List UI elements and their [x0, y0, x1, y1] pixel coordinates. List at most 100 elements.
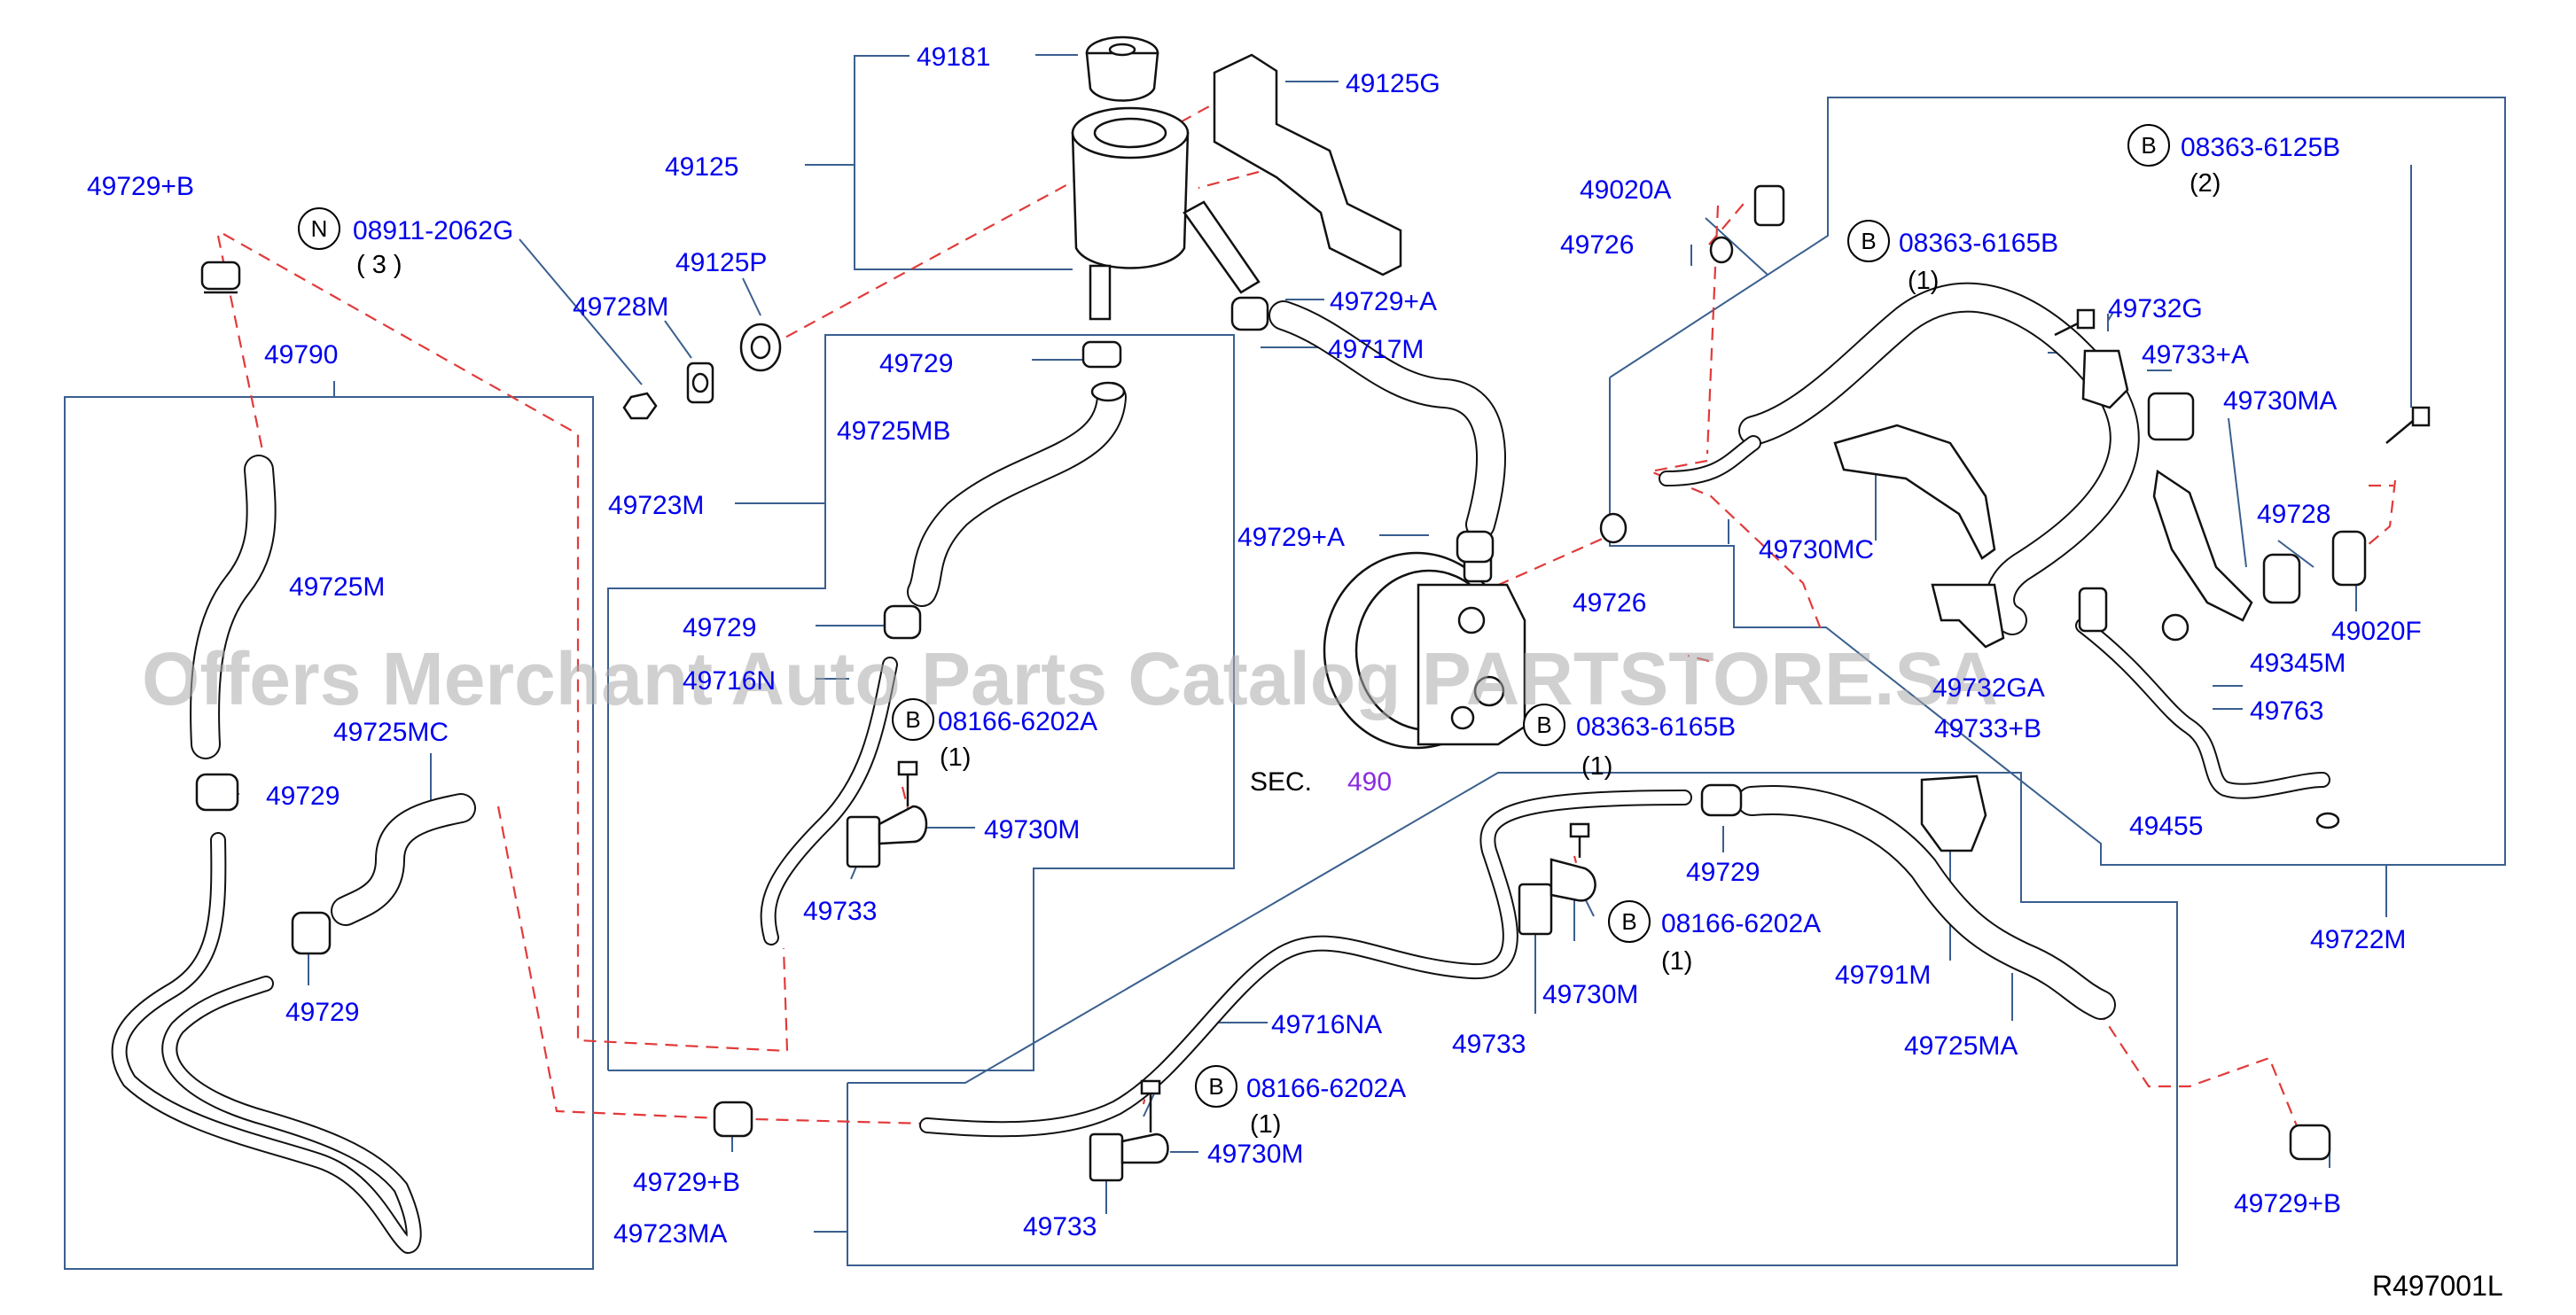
label-49729B-top[interactable]: 49729+B	[87, 172, 194, 201]
label-49729A-a[interactable]: 49729+A	[1330, 287, 1437, 316]
part-labels: 49181 49125G 49125 49125P 49728M 08911-2…	[87, 43, 2422, 1249]
qty-08363-6125B: (2)	[2190, 169, 2221, 198]
label-49733-a[interactable]: 49733	[803, 897, 877, 926]
label-49725MB[interactable]: 49725MB	[837, 416, 950, 446]
label-49733-c[interactable]: 49733	[1023, 1212, 1097, 1241]
label-49725MC[interactable]: 49725MC	[333, 718, 449, 747]
union-49020A	[1753, 184, 1785, 227]
label-49791M[interactable]: 49791M	[1835, 961, 1931, 990]
label-49728[interactable]: 49728	[2257, 500, 2330, 529]
bracket-49732GA	[1931, 583, 2005, 649]
label-49722M[interactable]: 49722M	[2310, 925, 2406, 954]
label-49181[interactable]: 49181	[917, 43, 990, 72]
badge-b-08363-6125: B	[2127, 124, 2170, 167]
clip-49733A	[2081, 349, 2129, 409]
label-49020A[interactable]: 49020A	[1580, 175, 1671, 205]
collar-49728	[2262, 553, 2301, 604]
nut-08911	[622, 392, 658, 420]
label-49763[interactable]: 49763	[2250, 696, 2323, 726]
label-49729-e[interactable]: 49729	[1686, 858, 1760, 887]
label-49730M-c[interactable]: 49730M	[1207, 1140, 1303, 1169]
frame-49723M	[607, 334, 1235, 1071]
label-49717M[interactable]: 49717M	[1328, 335, 1424, 364]
label-49729A-b[interactable]: 49729+A	[1237, 523, 1345, 552]
badge-b-08363-6165-a: B	[1847, 220, 1890, 262]
clamp-49729-e	[1700, 783, 1743, 817]
label-49733-b[interactable]: 49733	[1452, 1030, 1526, 1059]
label-49732G[interactable]: 49732G	[2108, 294, 2203, 323]
label-49020F[interactable]: 49020F	[2331, 617, 2422, 646]
label-49125[interactable]: 49125	[665, 152, 738, 182]
bolt-49732G	[2054, 308, 2096, 337]
label-08166-6202A-a[interactable]: 08166-6202A	[938, 707, 1097, 736]
label-49790[interactable]: 49790	[264, 340, 338, 370]
clip-49791M	[1920, 774, 1987, 852]
label-08911-2062G[interactable]: 08911-2062G	[353, 216, 513, 245]
end-49455	[2315, 812, 2340, 829]
clamp-49729-c	[195, 773, 239, 812]
label-49345M[interactable]: 49345M	[2250, 649, 2346, 678]
label-49726-b[interactable]: 49726	[1573, 588, 1646, 618]
label-49723M[interactable]: 49723M	[608, 491, 704, 520]
label-49729B-br[interactable]: 49729+B	[2234, 1189, 2341, 1218]
label-49125G[interactable]: 49125G	[1346, 69, 1440, 98]
component-drawings	[195, 35, 2431, 1182]
label-08166-6202A-c[interactable]: 08166-6202A	[1246, 1074, 1406, 1103]
bracket-set-a	[846, 760, 928, 868]
bolt-08363-6125B	[2385, 406, 2431, 444]
label-49725MA[interactable]: 49725MA	[1904, 1031, 2018, 1061]
label-49732GA[interactable]: 49732GA	[1932, 673, 2045, 703]
label-49730M-a[interactable]: 49730M	[984, 815, 1080, 844]
quantity-labels: ( 3 ) (2) (1) (1) (1) (1) (1)	[356, 169, 2221, 1139]
frame-49723MA	[847, 772, 2178, 1266]
label-49729-a[interactable]: 49729	[879, 349, 953, 378]
frame-49125	[854, 55, 1073, 270]
section-prefix: SEC.	[1250, 767, 1312, 797]
label-49730M-b[interactable]: 49730M	[1542, 980, 1638, 1009]
clamp-49729B-top	[200, 261, 241, 294]
label-08363-6125B[interactable]: 08363-6125B	[2181, 133, 2340, 162]
label-49733A[interactable]: 49733+A	[2142, 340, 2249, 370]
svg-text:B: B	[1536, 712, 1551, 738]
svg-text:B: B	[1861, 228, 1876, 254]
label-08363-6165B-b[interactable]: 08363-6165B	[1576, 712, 1736, 742]
qty-08166-6202A-a: (1)	[940, 743, 971, 772]
label-08363-6165B-a[interactable]: 08363-6165B	[1899, 229, 2058, 258]
label-49729-d[interactable]: 49729	[285, 998, 359, 1027]
svg-text:B: B	[1621, 908, 1636, 935]
power-steering-pump	[1323, 541, 1526, 750]
label-49733B[interactable]: 49733+B	[1934, 714, 2041, 743]
label-49455[interactable]: 49455	[2129, 812, 2203, 841]
label-49730MA[interactable]: 49730MA	[2223, 386, 2337, 416]
bracket-set-b	[1518, 822, 1596, 936]
sleeve-49730MA	[2147, 392, 2195, 441]
svg-text:B: B	[1208, 1073, 1223, 1100]
collar-49020F	[2331, 530, 2367, 587]
qty-08911: ( 3 )	[356, 251, 402, 279]
label-49729-b[interactable]: 49729	[683, 613, 756, 642]
label-49726-a[interactable]: 49726	[1560, 230, 1634, 260]
label-49716NA[interactable]: 49716NA	[1271, 1010, 1382, 1039]
qty-08363-6165B-a: (1)	[1908, 267, 1939, 295]
oring-49763	[2161, 613, 2190, 642]
label-49723MA[interactable]: 49723MA	[613, 1219, 727, 1249]
section-number-link[interactable]: 490	[1347, 767, 1392, 797]
badge-b-08363-6165-b: B	[1523, 704, 1565, 746]
label-08166-6202A-b[interactable]: 08166-6202A	[1661, 909, 1821, 938]
qty-08166-6202A-b: (1)	[1661, 947, 1692, 976]
label-49729B-bl[interactable]: 49729+B	[633, 1168, 740, 1197]
clamp-49729-d	[291, 911, 332, 955]
plate-49730MA	[2152, 469, 2253, 622]
label-49728M[interactable]: 49728M	[573, 292, 668, 322]
label-49725M[interactable]: 49725M	[289, 572, 385, 602]
label-49716N[interactable]: 49716N	[683, 666, 776, 696]
svg-text:B: B	[2141, 132, 2156, 159]
label-49125P[interactable]: 49125P	[675, 248, 767, 277]
washer-49726-b	[1599, 512, 1628, 544]
label-49729-c[interactable]: 49729	[266, 782, 340, 811]
clamp-49729A-b	[1456, 530, 1495, 564]
diagram-reference-id: R497001L	[2372, 1270, 2503, 1302]
grommet-49125P	[739, 323, 782, 372]
clamp-49729A-a	[1230, 296, 1269, 331]
label-49730MC[interactable]: 49730MC	[1759, 535, 1874, 564]
